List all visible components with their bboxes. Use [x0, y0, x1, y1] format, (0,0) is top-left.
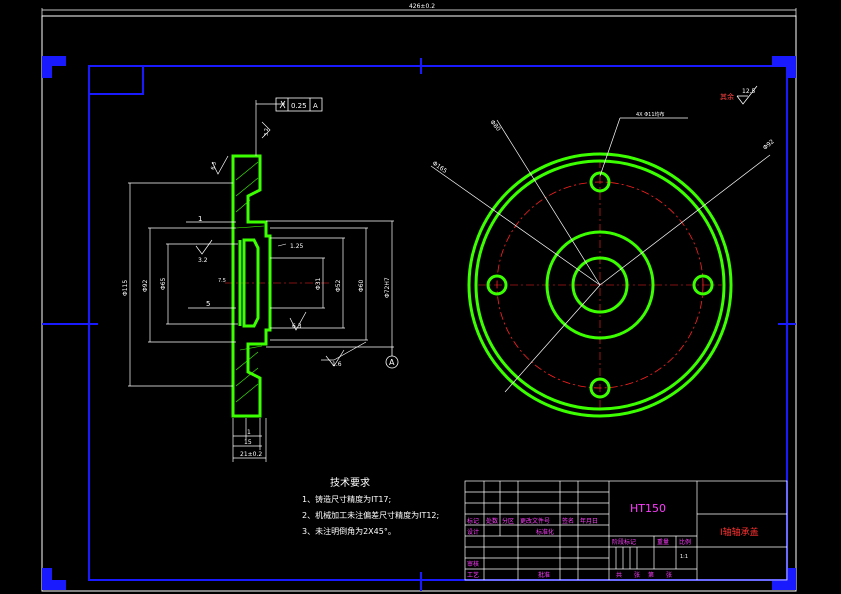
dim-d52: Φ52	[335, 279, 342, 292]
sheet-no-label: 第	[648, 571, 654, 579]
row-label-date: 年月日	[580, 517, 598, 525]
sheets-of-label: 张	[634, 571, 640, 579]
dim-d31: Φ31	[315, 277, 322, 290]
roughness-32-flange: 3.2	[264, 128, 270, 136]
row-label-mark: 标记	[467, 517, 479, 525]
tech-title: 技术要求	[330, 476, 370, 489]
row-label-zone: 分区	[502, 517, 514, 525]
roughness-63-bottom: 6.3	[292, 323, 302, 330]
holes-callout: 4X Φ11均布	[636, 111, 665, 118]
row-label-count: 处数	[486, 517, 498, 525]
width-15: 15	[244, 439, 252, 446]
part-name: Ⅰ轴轴承盖	[720, 526, 759, 538]
dim-d65: Φ65	[160, 277, 167, 290]
design-label: 设计	[467, 528, 479, 536]
flatness-datum: A	[313, 102, 318, 110]
section-view: 0.25 A A 6.3 3.2 3.2 6.3 1.6 Φ115 Φ92 Φ6…	[122, 97, 399, 462]
title-block: HT150 Ⅰ轴轴承盖 标记 处数 分区 更改文件号 签名 年月日 设计 标准化…	[464, 480, 788, 581]
label-1: 1	[198, 215, 202, 223]
stage-mark-label: 阶段标记	[612, 538, 636, 546]
rest-label: 其余	[720, 92, 734, 101]
row-label-change: 更改文件号	[520, 517, 550, 525]
dim-d165: Φ165	[431, 160, 448, 175]
scale-value: 1:1	[680, 554, 688, 560]
dim-d115: Φ115	[122, 280, 129, 296]
approve-label: 批准	[538, 571, 550, 579]
dim-d60: Φ60	[358, 279, 365, 292]
sheet-unit-label: 张	[666, 571, 672, 579]
width-21: 21±0.2	[240, 451, 262, 458]
datum-a-label: A	[389, 358, 395, 367]
review-label: 审核	[467, 560, 479, 568]
weight-label: 重量	[657, 538, 669, 546]
tech-item-1: 1、铸造尺寸精度为IT17;	[302, 494, 391, 504]
chamfer-label: 1.25	[290, 243, 304, 250]
tech-item-2: 2、机械加工未注偏差尺寸精度为IT12;	[302, 510, 439, 520]
standardize-label: 标准化	[536, 528, 554, 536]
sheets-total-label: 共	[616, 571, 622, 579]
overall-width-dim: 426±0.2	[409, 3, 435, 10]
sheet-frame: 426±0.2	[41, 3, 797, 592]
roughness-63-top: 6.3	[210, 161, 218, 170]
scale-label: 比例	[679, 538, 691, 546]
rest-roughness-value: 12.5	[742, 88, 756, 95]
dim-d72: Φ72H7	[384, 277, 391, 298]
roughness-16: 1.6	[332, 361, 342, 368]
label-5: 5	[206, 300, 210, 308]
roughness-32-left: 3.2	[198, 257, 208, 264]
dim-d92-front: Φ92	[762, 138, 776, 151]
flatness-value: 0.25	[291, 102, 307, 110]
label-7: 7.5	[218, 278, 226, 284]
row-label-sign: 签名	[562, 517, 574, 525]
material-label: HT150	[630, 502, 666, 515]
process-label: 工艺	[467, 571, 479, 579]
tech-item-3: 3、未注明倒角为2X45°。	[302, 526, 396, 536]
width-1: 1	[247, 429, 251, 436]
dim-d80: Φ80	[488, 119, 501, 133]
general-roughness: 其余 12.5	[720, 85, 758, 105]
dim-d92: Φ92	[142, 279, 149, 292]
tech-requirements: 技术要求 1、铸造尺寸精度为IT17; 2、机械加工未注偏差尺寸精度为IT12;…	[302, 476, 439, 536]
front-view: Φ80 Φ165 Φ92 4X Φ11均布	[430, 111, 776, 418]
